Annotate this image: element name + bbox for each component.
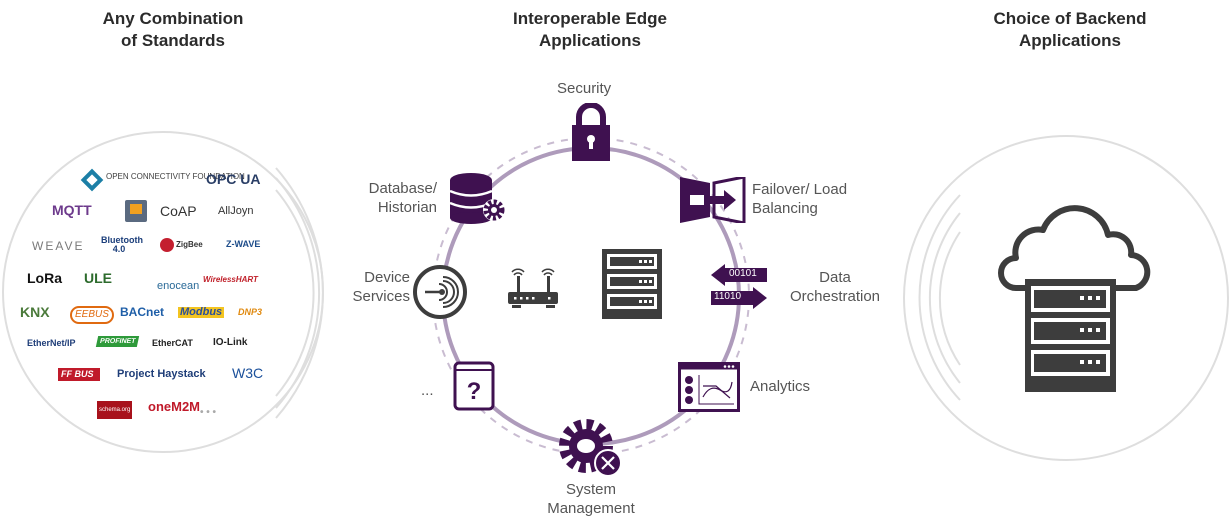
logo-io-link: IO-Link bbox=[213, 337, 248, 348]
system-management-icon bbox=[559, 419, 622, 477]
logo-knx: KNX bbox=[20, 304, 50, 320]
label-device-services: Device Services bbox=[352, 269, 410, 305]
zigbee-logo-icon bbox=[160, 238, 174, 252]
logo-opc-ua: OPC UA bbox=[206, 171, 261, 187]
logo-modbus: Modbus bbox=[178, 306, 225, 318]
cloud-server-icon bbox=[998, 205, 1151, 392]
label-security: Security bbox=[557, 80, 612, 97]
logo-ethernet-ip: EtherNet/IP bbox=[27, 338, 76, 348]
router-icon bbox=[508, 268, 558, 308]
backend-arc-1 bbox=[918, 194, 961, 401]
logo-w3c: W3C bbox=[232, 365, 264, 381]
logo-zigbee: ZigBee bbox=[176, 240, 203, 249]
standards-arc-1 bbox=[275, 189, 315, 397]
edge-title: Interoperable Edge Applications bbox=[513, 9, 667, 50]
standards-title: Any Combination of Standards bbox=[102, 9, 244, 50]
device-services-icon bbox=[413, 265, 467, 319]
standards-arc-2 bbox=[275, 177, 321, 409]
backend-arc-3 bbox=[938, 231, 961, 366]
logo-ethercat: EtherCAT bbox=[152, 338, 193, 348]
amqp-logo-icon bbox=[125, 200, 147, 222]
logo-ocf: OPEN CONNECTIVITY FOUNDATION bbox=[106, 172, 245, 181]
logo-profinet: PROFINET bbox=[95, 336, 140, 347]
logo-mqtt: MQTT bbox=[52, 202, 92, 218]
label-more-apps: ... bbox=[421, 382, 434, 399]
lock-icon bbox=[572, 103, 610, 161]
logo-bacnet: BACnet bbox=[120, 305, 164, 319]
logo-weave: WEAVE bbox=[32, 239, 85, 253]
logo-ffbus: FF BUS bbox=[58, 368, 100, 381]
backend-arc-2 bbox=[928, 212, 961, 384]
logo-bluetooth: Bluetooth 4.0 bbox=[101, 235, 143, 254]
label-data-orchestration: Data Orchestration bbox=[789, 269, 881, 305]
standards-arc-3 bbox=[275, 167, 324, 419]
logo-schema-org: schema.org bbox=[97, 401, 133, 419]
arrow-left-icon bbox=[711, 264, 767, 286]
failover-icon bbox=[680, 177, 746, 223]
data-bits-right: 11010 bbox=[714, 291, 742, 302]
logo-dnp3: DNP3 bbox=[238, 307, 263, 317]
more-standards-ellipsis: • • • bbox=[200, 407, 217, 418]
logo-lora: LoRa bbox=[27, 270, 62, 286]
label-system-management: System Management bbox=[547, 481, 635, 517]
label-database-historian: Database/ Historian bbox=[368, 180, 437, 216]
logo-alljoyn: AllJoyn bbox=[218, 205, 254, 217]
database-gear-icon bbox=[449, 173, 505, 224]
unknown-app-icon: ? bbox=[453, 361, 495, 411]
analytics-icon bbox=[678, 362, 740, 412]
logo-eebus: EEBUS bbox=[70, 306, 114, 324]
backend-circle bbox=[903, 135, 1229, 461]
logo-enocean: enocean bbox=[157, 280, 200, 292]
label-failover-load-balancing: Failover/ Load Balancing bbox=[752, 181, 848, 217]
logo-project-haystack: Project Haystack bbox=[117, 368, 206, 380]
backend-title: Choice of Backend Applications bbox=[993, 9, 1147, 50]
label-analytics: Analytics bbox=[750, 378, 811, 395]
logo-wirelesshart: WirelessHART bbox=[203, 275, 258, 284]
logo-onem2m: oneM2M bbox=[148, 399, 200, 414]
svg-text:?: ? bbox=[467, 378, 482, 405]
logo-ule: ULE bbox=[84, 270, 112, 286]
ocf-logo-icon bbox=[80, 168, 104, 192]
data-bits-left: 00101 bbox=[729, 268, 757, 279]
logo-coap: CoAP bbox=[160, 203, 197, 219]
arrow-right-icon bbox=[711, 287, 767, 309]
edge-server-icon bbox=[602, 249, 662, 319]
logo-zwave: Z-WAVE bbox=[226, 239, 261, 249]
